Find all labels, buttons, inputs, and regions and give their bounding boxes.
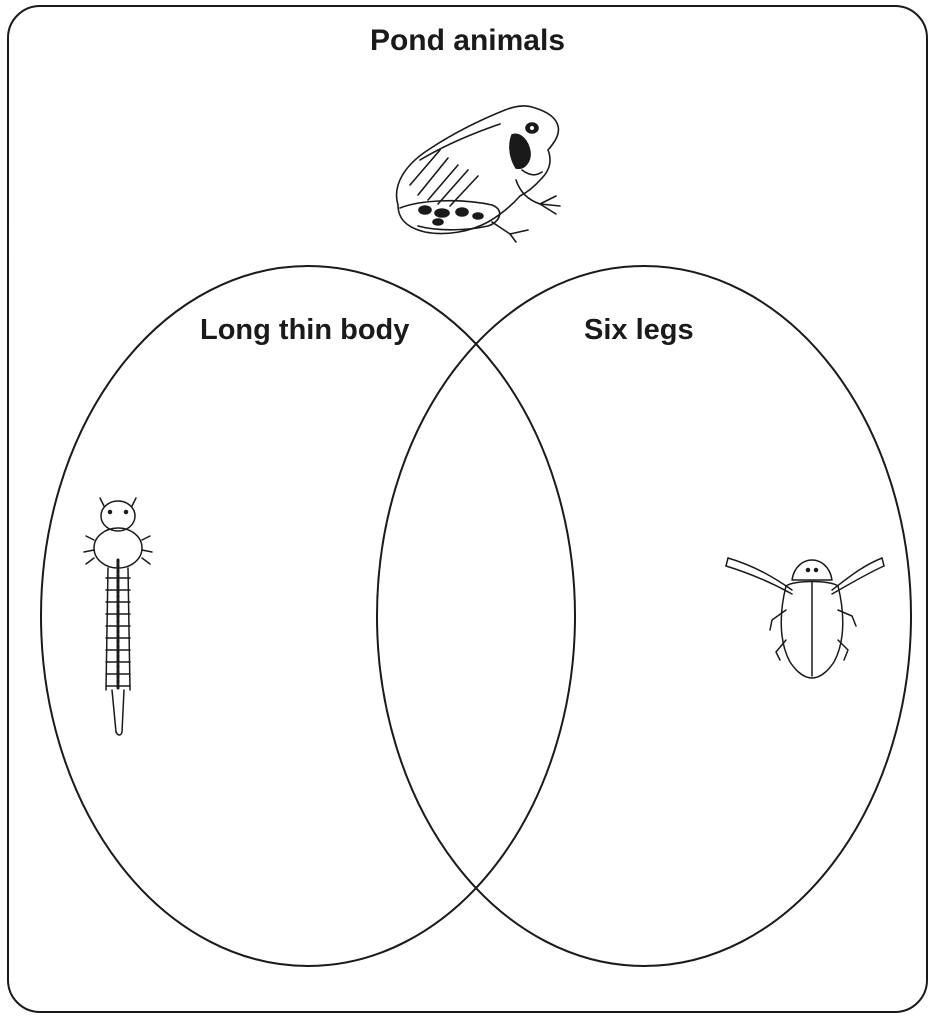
larva-drawing — [84, 498, 152, 735]
set-label-long-thin-body: Long thin body — [200, 316, 409, 345]
set-label-six-legs: Six legs — [584, 316, 694, 345]
diagram-title: Pond animals — [0, 26, 935, 56]
set-ellipse-long-thin-body — [41, 266, 575, 966]
outer-frame — [8, 6, 927, 1012]
frog-drawing — [397, 106, 560, 242]
set-ellipse-six-legs — [377, 266, 911, 966]
beetle-drawing — [726, 558, 884, 678]
